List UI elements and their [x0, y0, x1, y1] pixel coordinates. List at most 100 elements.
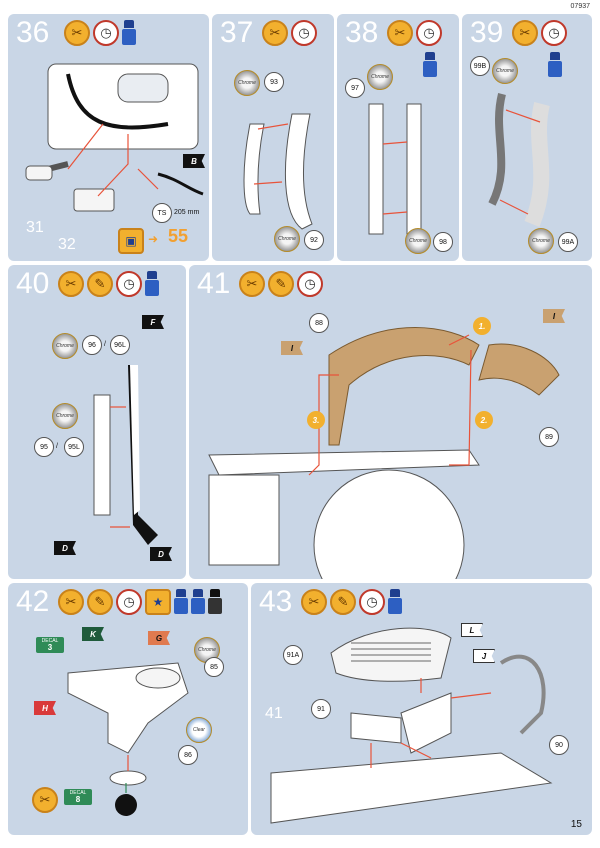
glue-icon: ◷: [116, 589, 142, 615]
flag-f: F: [142, 315, 164, 329]
decal-label: DECAL: [69, 790, 87, 796]
part-90: 90: [549, 735, 569, 755]
brush-icon: ✎: [330, 589, 356, 615]
cutter-icon: ✂: [301, 589, 327, 615]
part-32: 32: [58, 236, 76, 253]
step-icons: ✂ ✎ ◷: [301, 589, 402, 615]
step-37-panel: 37 ✂ ◷ Chrome 93 Chrome 92: [212, 14, 334, 261]
paint-icon: [122, 20, 136, 46]
part-98: 98: [433, 232, 453, 252]
order-2: 2.: [475, 411, 493, 429]
chrome-badge-2: Chrome: [52, 403, 78, 429]
step-icons: ✂ ◷: [512, 20, 567, 46]
chrome-badge-2: Chrome: [274, 226, 300, 252]
part-95: 95: [34, 437, 54, 457]
step-39-panel: 39 ✂ ◷ 99B Chrome Chrome 99A: [462, 14, 592, 261]
paint-icon: [145, 271, 159, 297]
decal-number: 8: [75, 795, 81, 804]
step-number: 37: [220, 16, 254, 49]
goto-icon: ▣: [118, 228, 144, 254]
cutter-icon: ✂: [58, 589, 84, 615]
paint-icon: [423, 52, 437, 78]
part-88: 88: [309, 313, 329, 333]
flag-i-right: I: [543, 309, 565, 323]
step-number: 42: [16, 585, 50, 618]
step-number: 36: [16, 16, 50, 49]
paint-icon-3: [208, 589, 222, 615]
step-number: 41: [197, 267, 231, 300]
decal-label: DECAL: [41, 638, 59, 644]
cutter-icon: ✂: [64, 20, 90, 46]
product-code: 07937: [570, 3, 590, 10]
step-40-panel: 40 ✂ ✎ ◷ F Chrome 96 / 96L Chrome 95 / 9…: [8, 265, 186, 579]
brush-icon: ✎: [87, 271, 113, 297]
brush-icon: ✎: [87, 589, 113, 615]
separator-2: /: [56, 443, 58, 450]
flag-i-left: I: [281, 341, 303, 355]
fork-tubes: [368, 103, 422, 235]
step-icons: ✂ ✎ ◷: [58, 271, 159, 297]
flag-k: K: [82, 627, 104, 641]
glue-icon: ◷: [116, 271, 142, 297]
goto-arrow: ➜: [148, 232, 159, 246]
glue-icon: ◷: [416, 20, 442, 46]
step-38-panel: 38 ✂ ◷ Chrome 97 Chrome 98: [337, 14, 459, 261]
part-99a: 99A: [558, 232, 578, 252]
decal-number: 3: [47, 643, 53, 652]
step-icons: ✂ ◷: [262, 20, 317, 46]
flag-d-1: D: [54, 541, 76, 555]
step-number: 40: [16, 267, 50, 300]
part-91a: 91A: [283, 645, 303, 665]
paint-icon: [174, 589, 188, 615]
dash-assembly: [67, 662, 189, 816]
step-number: 43: [259, 585, 293, 618]
step-43-panel: 43 ✂ ✎ ◷ L J 91A 91 90 41: [251, 583, 592, 835]
chrome-badge: Chrome: [492, 58, 518, 84]
cutter-icon: ✂: [262, 20, 288, 46]
flag-b: B: [183, 154, 205, 168]
decal-apply-icon: ★: [145, 589, 171, 615]
paint-icon: [548, 52, 562, 78]
part-31: 31: [26, 219, 44, 236]
fork-assembly: [93, 365, 158, 545]
chrome-badge: Chrome: [52, 333, 78, 359]
flag-d-2: D: [150, 547, 172, 561]
glue-icon: ◷: [93, 20, 119, 46]
step-icons: ✂ ◷: [64, 20, 136, 46]
part-86: 86: [178, 745, 198, 765]
part-96: 96: [82, 335, 102, 355]
step-41-panel: 41 ✂ ✎ ◷ I I 88 89 1. 2. 3.: [189, 265, 592, 579]
part-41-ref: 41: [265, 705, 283, 722]
cutter-icon: ✂: [512, 20, 538, 46]
step-number: 39: [470, 16, 504, 49]
step-36-panel: 36 ✂ ◷ 31 32 B TS 205 mm ▣ ➜ 55: [8, 14, 209, 261]
cutter-icon: ✂: [58, 271, 84, 297]
ts-length: 205 mm: [174, 209, 200, 216]
part-95l: 95L: [64, 437, 84, 457]
clear-badge: Clear: [186, 717, 212, 743]
step-icons: ✂ ✎ ◷: [239, 271, 323, 297]
step-icons: ✂ ◷: [387, 20, 442, 46]
part-93: 93: [264, 72, 284, 92]
part-96l: 96L: [110, 335, 130, 355]
ts-badge: TS: [152, 203, 172, 223]
glue-icon: ◷: [297, 271, 323, 297]
cutter-icon: ✂: [239, 271, 265, 297]
paint-icon-2: [191, 589, 205, 615]
engine-illustration: [25, 63, 204, 212]
seat-assembly: [270, 627, 553, 824]
part-97: 97: [345, 78, 365, 98]
order-1: 1.: [473, 317, 491, 335]
step-number: 38: [345, 16, 379, 49]
page-number: 15: [570, 819, 582, 830]
order-3: 3.: [307, 411, 325, 429]
part-99b: 99B: [470, 56, 490, 76]
goto-step: 55: [168, 226, 189, 246]
pipe-parts: [488, 93, 550, 227]
step-icons: ✂ ✎ ◷ ★: [58, 589, 222, 615]
cutter-icon: ✂: [387, 20, 413, 46]
brush-icon: ✎: [268, 271, 294, 297]
